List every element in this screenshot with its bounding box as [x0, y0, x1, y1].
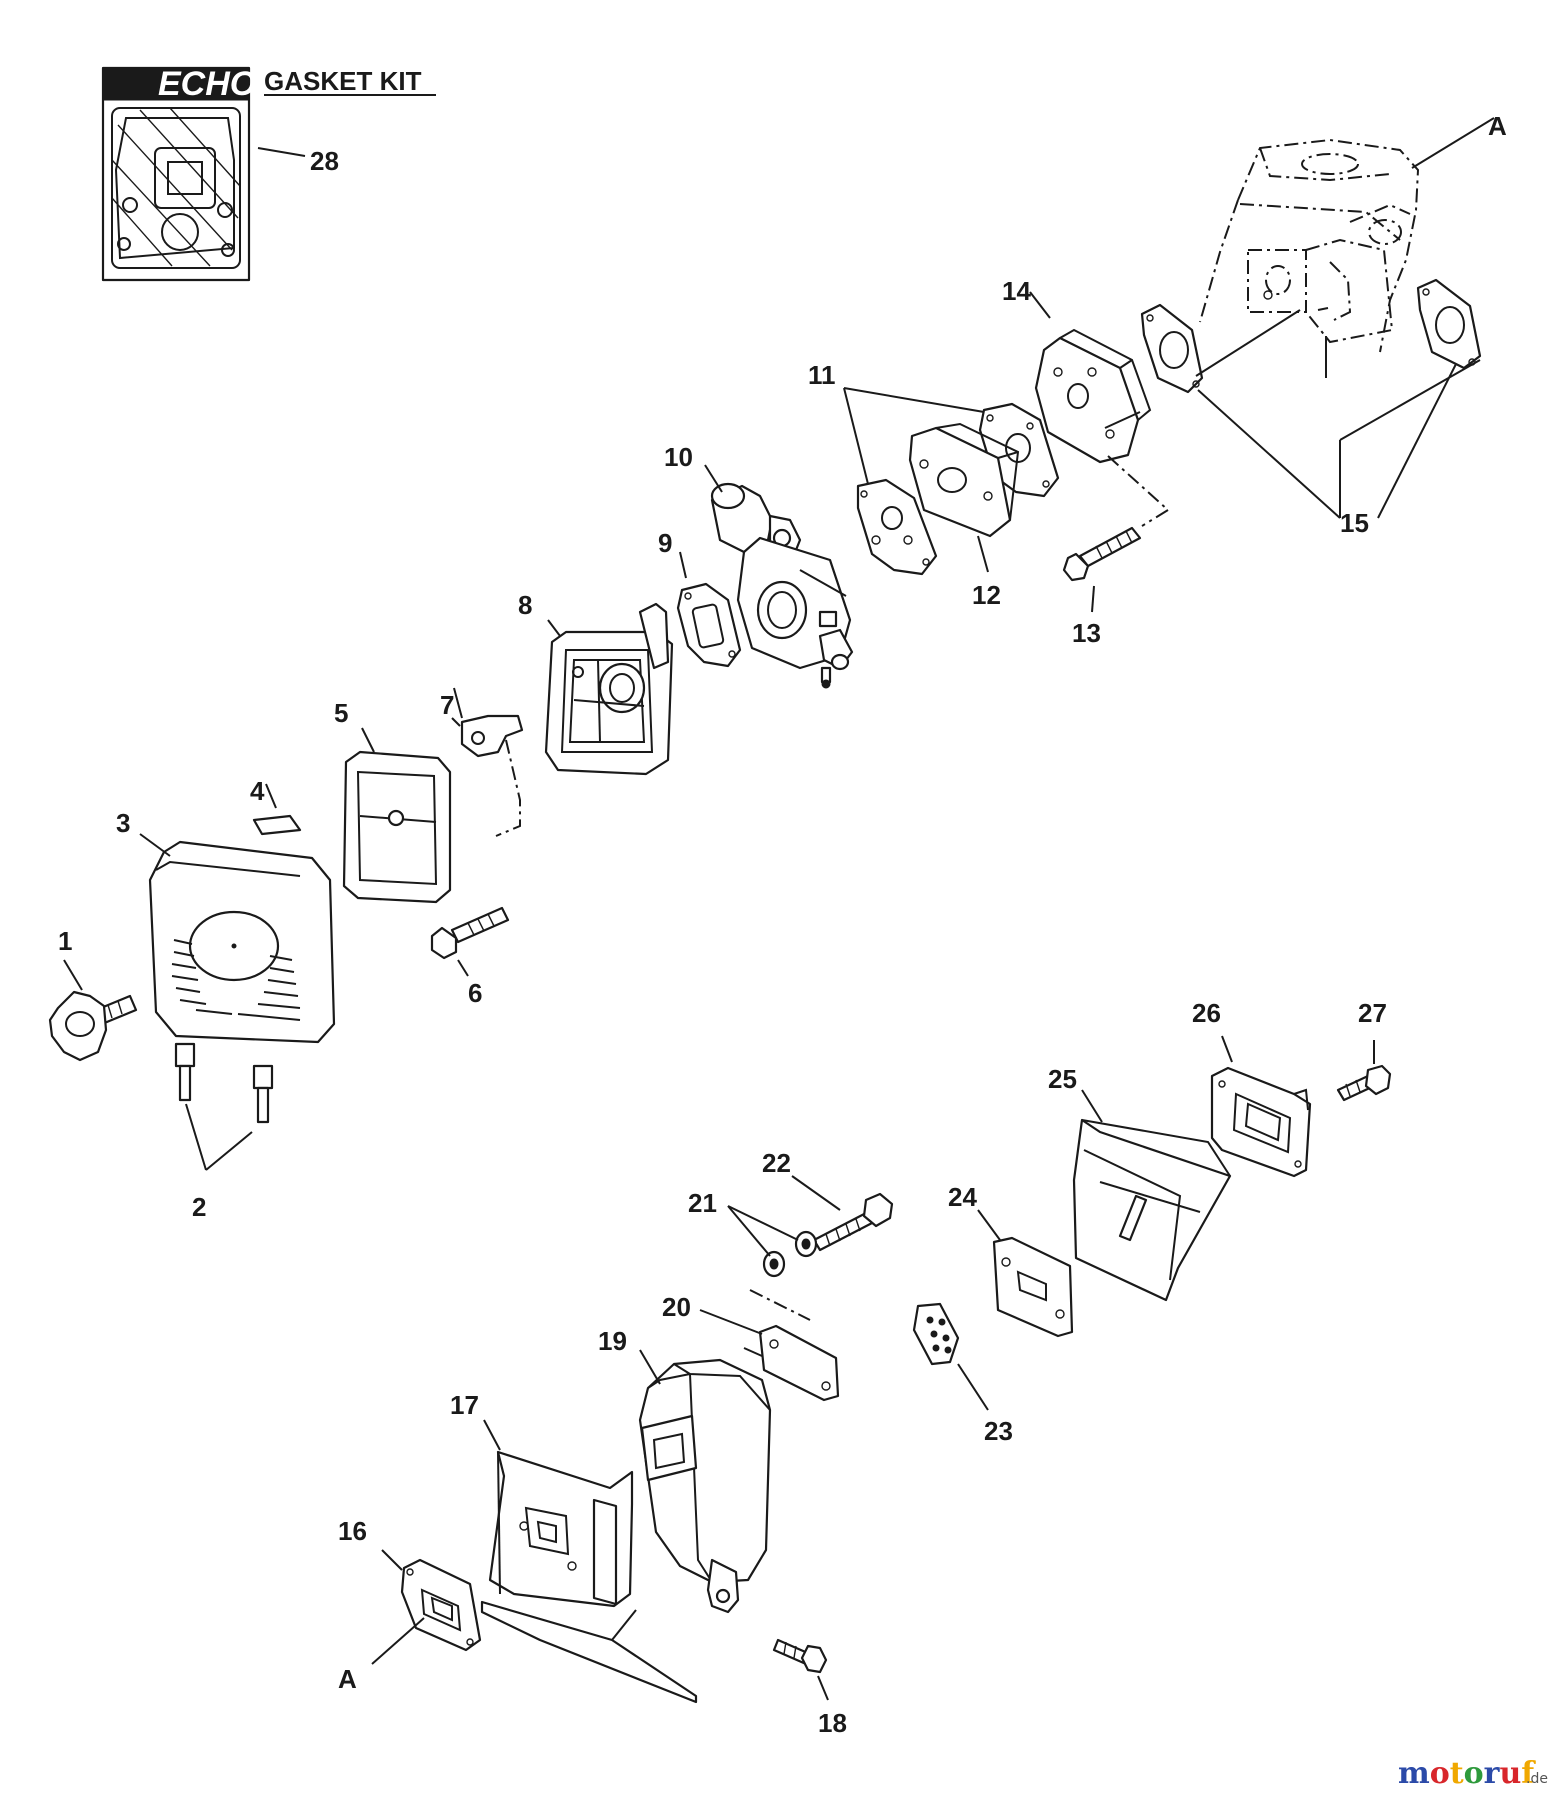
callout-9: 9: [658, 528, 672, 558]
callout-25: 25: [1048, 1064, 1077, 1094]
callout-19: 19: [598, 1326, 627, 1356]
watermark-letter: f: [1521, 1756, 1536, 1791]
callout-18: 18: [818, 1708, 847, 1738]
watermark-suffix: .de: [1526, 1771, 1548, 1787]
part-26-gasket: 26: [1192, 998, 1312, 1178]
watermark-letter: r: [1484, 1756, 1501, 1791]
echo-logo: ECHO: [158, 65, 256, 103]
part-5-air-filter: 5: [334, 698, 452, 904]
part-8-air-cleaner-base: 8: [518, 590, 674, 776]
part-7-bracket: 7: [440, 687, 524, 837]
part-3-air-cleaner-cover: 3: [116, 808, 336, 1044]
part-25-heat-shield: 25: [1048, 1064, 1232, 1302]
callout-12: 12: [972, 580, 1001, 610]
part-23-screen: 23: [912, 1302, 1013, 1446]
callout-26: 26: [1192, 998, 1221, 1028]
part-19-muffler: 19: [598, 1326, 772, 1614]
callout-10: 10: [664, 442, 693, 472]
svg-text:motoruf: motoruf: [1398, 1756, 1536, 1791]
part-2-screws: 2: [174, 1042, 274, 1222]
callout-8: 8: [518, 590, 532, 620]
leader-a-top: [1411, 117, 1495, 169]
callout-15: 15: [1340, 508, 1369, 538]
callout-27: 27: [1358, 998, 1387, 1028]
callout-3: 3: [116, 808, 130, 838]
part-14-insulator: 14: [1002, 276, 1152, 464]
callout-20: 20: [662, 1292, 691, 1322]
part-4-label: 4: [250, 776, 302, 836]
callout-5: 5: [334, 698, 348, 728]
part-12-spacer: 12: [908, 422, 1020, 610]
leader-a-bottom: [371, 1617, 425, 1665]
part-18-bolt: 18: [772, 1638, 847, 1738]
callout-14: 14: [1002, 276, 1031, 306]
callout-4: 4: [250, 776, 265, 806]
part-6-bolt: 6: [430, 906, 510, 1008]
part-15-gaskets: 15: [1140, 278, 1482, 538]
part-22-bolt: 22: [762, 1148, 894, 1252]
callout-11: 11: [808, 360, 836, 390]
callout-28: 28: [310, 146, 339, 176]
part-24-gasket: 24: [948, 1182, 1074, 1338]
watermark-letter: t: [1450, 1756, 1464, 1791]
engine-outline: A: [1199, 111, 1507, 378]
part-17-heat-plate: 17: [450, 1390, 698, 1704]
part-1-knob: 1: [48, 926, 138, 1062]
callout-23: 23: [984, 1416, 1013, 1446]
part-10-carburetor: 10: [664, 442, 854, 689]
watermark-letter: o: [1464, 1756, 1484, 1791]
callout-16: 16: [338, 1516, 367, 1546]
part-16-gasket: 16 A: [338, 1516, 482, 1694]
part-20-plate: 20: [662, 1292, 840, 1402]
part-13-bolt: 13: [1062, 455, 1169, 648]
label-a-top: A: [1488, 111, 1507, 141]
watermark-letter: m: [1398, 1756, 1430, 1791]
motoruf-watermark: motoruf .de: [1398, 1756, 1548, 1791]
gasket-kit-title: GASKET KIT: [264, 66, 422, 96]
callout-2: 2: [192, 1192, 206, 1222]
label-a-bottom: A: [338, 1664, 357, 1694]
gasket-kit: ECHO GASKET KIT 28: [101, 65, 436, 282]
callout-1: 1: [58, 926, 72, 956]
callout-21: 21: [688, 1188, 717, 1218]
callout-13: 13: [1072, 618, 1101, 648]
callout-7: 7: [440, 690, 454, 720]
watermark-letter: u: [1499, 1756, 1521, 1791]
callout-6: 6: [468, 978, 482, 1008]
part-21-washers: 21: [688, 1188, 818, 1321]
watermark-letter: o: [1430, 1756, 1450, 1791]
callout-22: 22: [762, 1148, 791, 1178]
part-27-bolt: 27: [1336, 998, 1392, 1102]
callout-24: 24: [948, 1182, 977, 1212]
callout-17: 17: [450, 1390, 479, 1420]
echo-logo-band: [102, 67, 250, 101]
part-9-gasket: 9: [658, 528, 742, 668]
